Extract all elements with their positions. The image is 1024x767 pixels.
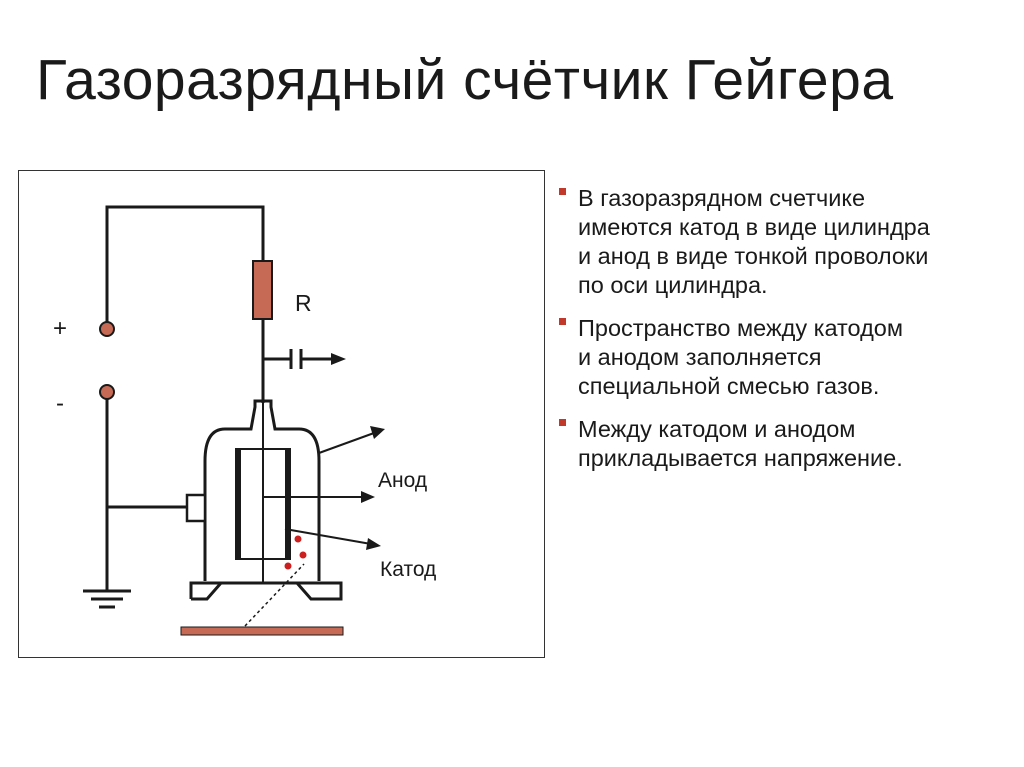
- bullet-item: Пространство между катодом и анодом запо…: [559, 314, 1012, 401]
- slide-title: Газоразрядный счётчик Гейгера: [36, 48, 894, 112]
- tube-wall-pointer: [318, 432, 375, 454]
- bullet-item: В газоразрядном счетчике имеются катод в…: [559, 184, 1012, 300]
- cathode-terminal: [185, 493, 207, 523]
- top-wire: [105, 205, 265, 324]
- cathode-pointer-head: [366, 538, 381, 550]
- tube-body: [203, 399, 321, 581]
- circuit-wires: [105, 205, 331, 591]
- ionized-particles: [284, 535, 307, 570]
- bullet-marker-icon: [559, 419, 566, 426]
- geiger-counter-diagram: + - R Анод Катод: [18, 170, 545, 658]
- particle: [299, 551, 307, 559]
- ground-symbol: [83, 589, 131, 609]
- bullet-marker-icon: [559, 188, 566, 195]
- cathode-pointer: [284, 528, 372, 545]
- minus-terminal: [99, 384, 115, 400]
- bullet-text: В газоразрядном счетчике имеются катод в…: [578, 185, 930, 298]
- bullet-text: Пространство между катодом и анодом запо…: [578, 315, 904, 399]
- cathode-cylinder-left: [236, 449, 241, 559]
- particle-trajectory: [244, 563, 305, 627]
- tube-wall-pointer-head: [370, 426, 385, 439]
- plus-terminal: [99, 321, 115, 337]
- radiation-source-plate: [180, 626, 344, 636]
- output-arrow-head: [331, 353, 346, 365]
- resistor: [252, 260, 273, 320]
- bullet-marker-icon: [559, 318, 566, 325]
- tube-base: [189, 581, 343, 601]
- particle: [294, 535, 302, 543]
- plus-label: +: [53, 315, 67, 342]
- label-pointers: [263, 432, 375, 545]
- resistor-label: R: [295, 290, 312, 316]
- bullet-list: В газоразрядном счетчике имеются катод в…: [559, 184, 1012, 487]
- capacitor: [289, 349, 303, 369]
- particle: [284, 562, 292, 570]
- cathode-cylinder-right: [285, 449, 290, 559]
- anode-label: Анод: [378, 469, 427, 492]
- bullet-item: Между катодом и анодом прикладывается на…: [559, 415, 1012, 473]
- circuit-schematic: + - R Анод Катод: [53, 205, 436, 636]
- minus-label: -: [56, 390, 64, 417]
- cathode-label: Катод: [380, 558, 436, 581]
- bullet-text: Между катодом и анодом прикладывается на…: [578, 416, 903, 471]
- anode-pointer-head: [361, 491, 375, 503]
